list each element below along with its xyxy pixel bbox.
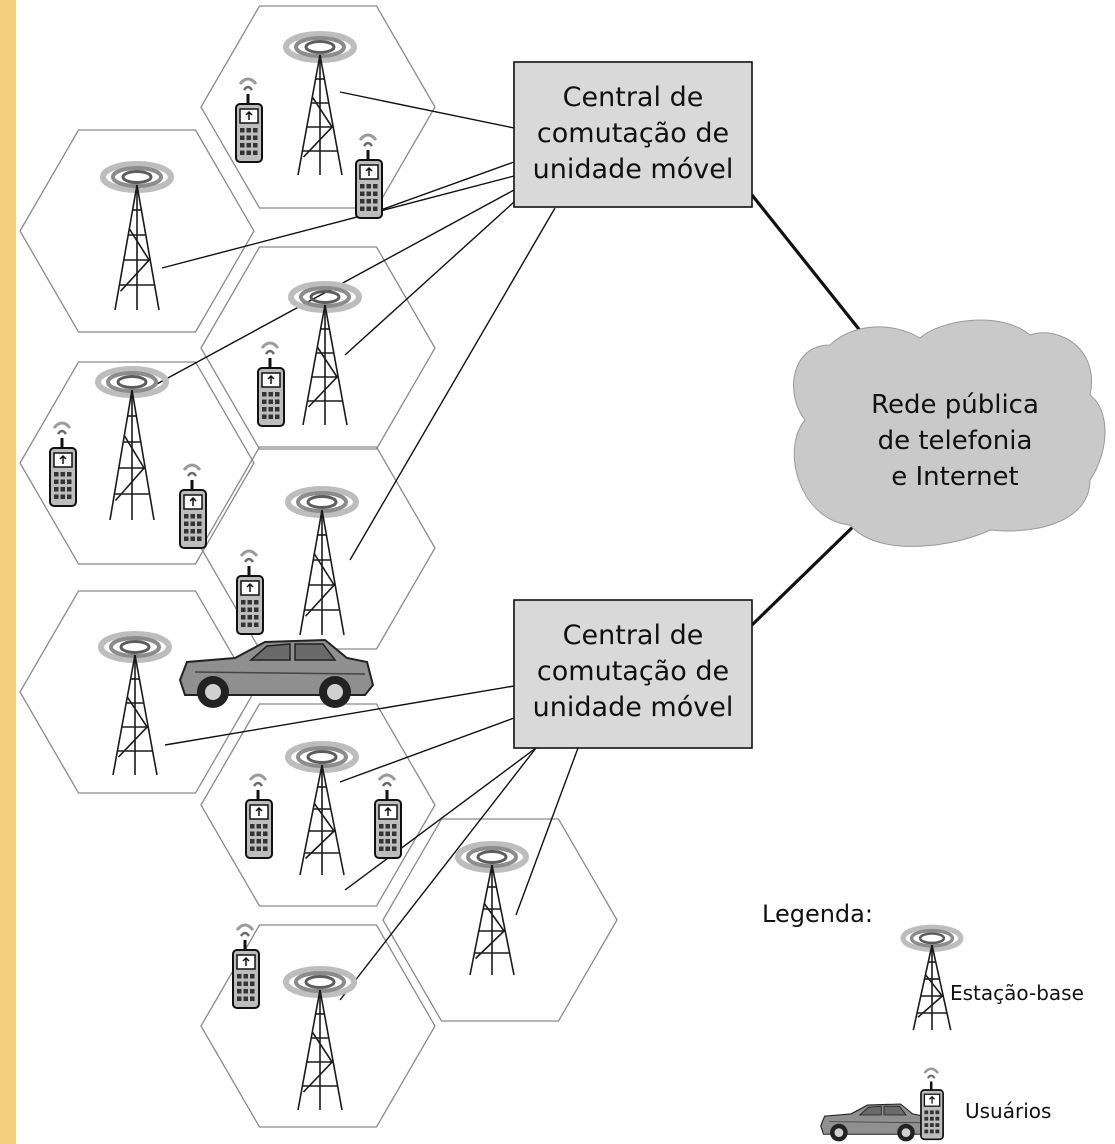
legend-car-icon [820,1103,928,1142]
switch-bottom-line-3: unidade móvel [533,692,734,723]
mobile-phone-icon [355,133,383,219]
antenna-tower-icon [98,631,172,776]
cell-hexagon [200,246,436,450]
legend-title: Legenda: [762,900,873,928]
legend-users-label: Usuários [965,1099,1051,1123]
cell-hexagon [19,361,255,565]
legend-antenna-tower-icon [900,924,964,1031]
cloud-line-2: de telefonia [878,426,1033,456]
switch-center-top: Central de comutação de unidade móvel [513,61,753,208]
switch-center-bottom: Central de comutação de unidade móvel [513,599,753,749]
cell-grid [19,5,618,1128]
trunk-bottom [750,518,862,627]
legend-mobile-phone-icon [920,1067,944,1141]
cloud-line-3: e Internet [891,462,1019,492]
trunk-top [750,194,864,334]
cell-hexagon [200,5,436,209]
antenna-tower-icon [283,966,357,1111]
car-icon [178,638,375,708]
mobile-phone-icon [232,923,260,1009]
antenna-tower-icon [285,486,359,636]
left-border [0,0,16,1144]
antenna-tower-icon [95,366,169,521]
cell-hexagon [19,129,255,333]
mobile-phone-icon [374,773,402,859]
mobile-phone-icon [179,463,207,549]
switch-top-line-1: Central de [563,82,704,113]
legend-base-station-label: Estação-base [950,981,1084,1005]
switch-top-line-2: comutação de [537,118,729,149]
mobile-phone-icon [235,77,263,163]
mobile-phone-icon [236,549,264,635]
antenna-tower-icon [288,281,362,426]
switch-bottom-line-2: comutação de [537,656,729,687]
mobile-phone-icon [257,341,285,427]
mobile-phone-icon [49,421,77,507]
mobile-phone-icon [245,773,273,859]
switch-bottom-line-1: Central de [563,620,704,651]
switch-top-line-3: unidade móvel [533,154,734,185]
antenna-tower-icon [283,31,357,176]
cell-hexagon [200,924,436,1128]
antenna-tower-icon [455,841,529,976]
cloud-line-1: Rede pública [871,390,1039,420]
network-cloud: Rede pública de telefonia e Internet [793,319,1106,547]
legend-antenna-tower-icon [900,924,964,1031]
antenna-tower-icon [285,741,359,876]
cell-hexagon [200,703,436,907]
legend: Legenda: Estação-base Usuários [762,900,1084,1142]
cloud-shape [793,319,1106,547]
antenna-tower-icon [100,161,174,311]
